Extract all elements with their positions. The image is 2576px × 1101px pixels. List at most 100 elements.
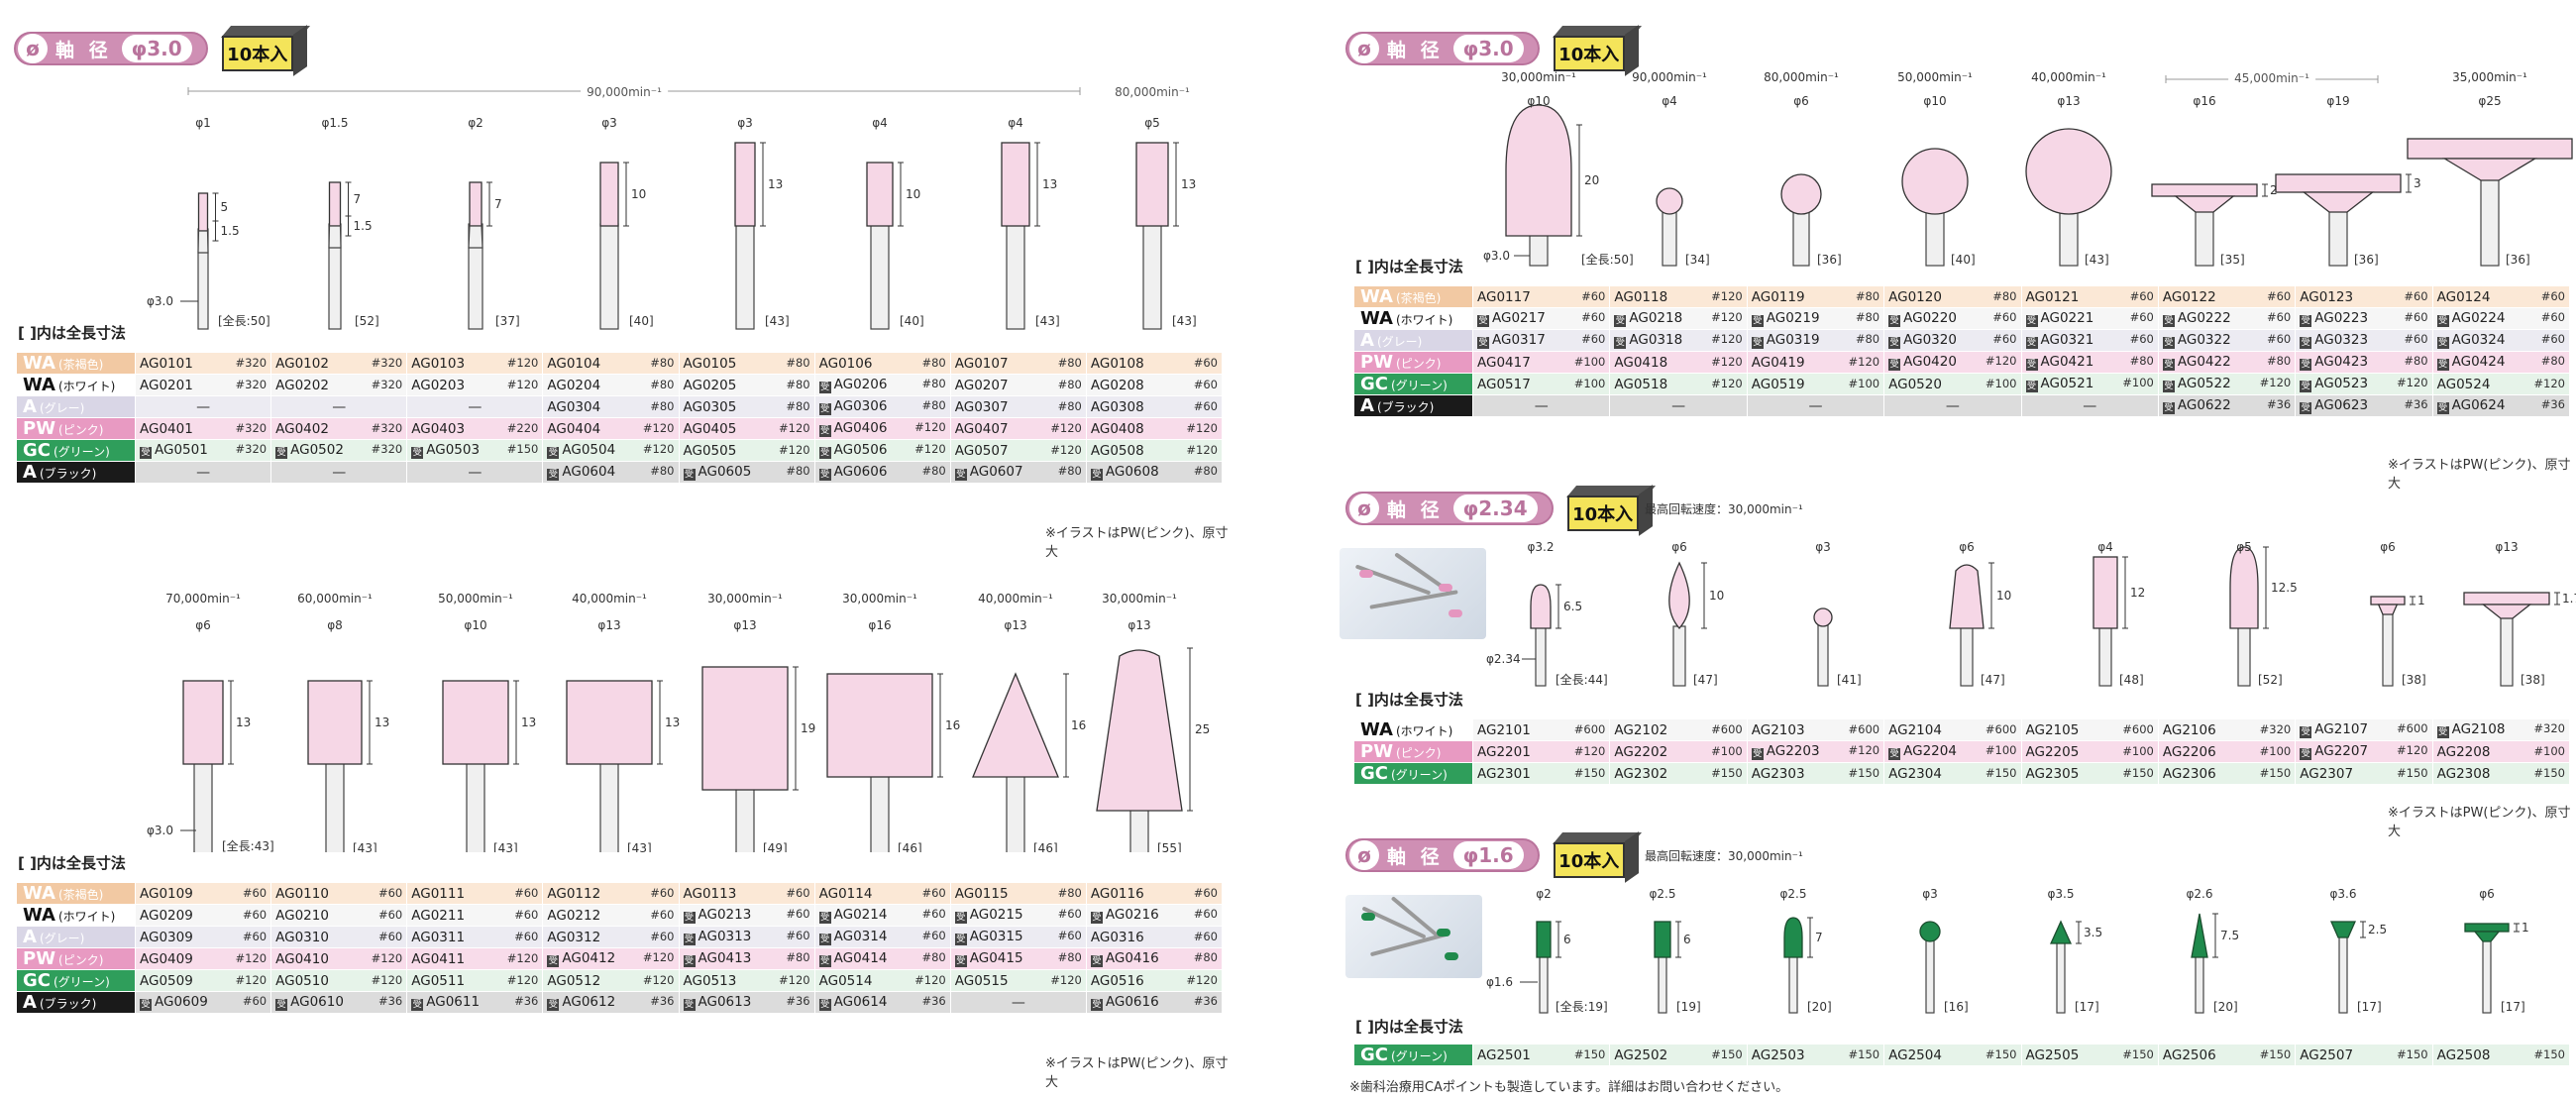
grit: #150 <box>2259 1046 2292 1061</box>
grit: #120 <box>1573 743 1606 758</box>
grade-label: GC(グリーン) <box>16 969 136 992</box>
product-cell: AG0211#60 <box>406 904 544 927</box>
grit: #120 <box>371 972 403 987</box>
order-mark-icon: 受 <box>818 403 831 415</box>
product-code: AG2202 <box>1614 743 1668 760</box>
grit: #60 <box>921 929 946 942</box>
grit: #100 <box>2122 376 2154 389</box>
order-mark-icon: 受 <box>1888 315 1901 327</box>
grit: #80 <box>1057 377 1082 391</box>
product-code: AG0109 <box>140 885 193 902</box>
bit-head <box>442 680 509 765</box>
order-mark-icon: 受 <box>1477 337 1489 349</box>
product-code: AG2108 <box>2451 721 2506 737</box>
product-code: AG2505 <box>2025 1046 2080 1063</box>
grit: #120 <box>2397 376 2428 389</box>
diameter-icon: ø <box>1349 494 1379 523</box>
product-code: AG2101 <box>1477 721 1531 738</box>
grade-label: PW(ピンク) <box>16 417 136 440</box>
shaft <box>2195 954 2204 1014</box>
grade-color: (茶褐色) <box>57 888 104 902</box>
dimension-label: 30,000min⁻¹ <box>707 592 783 606</box>
product-code: AG0421 <box>2040 354 2094 370</box>
product-code: AG0217 <box>1492 310 1546 326</box>
product-code: AG0518 <box>1614 376 1668 392</box>
product-code: AG0201 <box>140 377 193 393</box>
product-cell: AG0516#120 <box>1085 969 1224 992</box>
bit-head <box>1668 561 1690 629</box>
grade-color: (ホワイト) <box>57 910 116 924</box>
product-code: AG0503 <box>426 442 481 458</box>
grit: #60 <box>650 907 675 922</box>
product-cell: AG0505#120 <box>678 439 815 462</box>
product-cell: AG0409#120 <box>134 947 272 970</box>
grit: #100 <box>2259 743 2292 758</box>
product-cell: AG0113#60 <box>678 882 815 905</box>
dimension-label: φ5 <box>2236 540 2252 554</box>
grade-code: PW <box>1360 741 1394 762</box>
product-cell: AG0209#60 <box>134 904 272 927</box>
order-mark-icon: 受 <box>275 447 288 459</box>
order-mark-icon: 受 <box>2300 726 2312 738</box>
grit: #120 <box>1186 442 1218 457</box>
grit: #120 <box>235 972 268 987</box>
dimension-label: φ6 <box>2380 540 2396 554</box>
product-cell: AG0405#120 <box>678 417 815 440</box>
dimension-label: φ6 <box>1959 540 1975 554</box>
product-cell: AG2103#600 <box>1746 718 1885 741</box>
grit: #100 <box>1985 376 2017 390</box>
product-code: AG0312 <box>547 929 601 945</box>
shaft <box>870 774 890 852</box>
order-mark-icon: 受 <box>683 999 696 1011</box>
product-code: AG2107 <box>2314 721 2369 737</box>
dimension-label: [40] <box>629 314 654 328</box>
order-mark-icon: 受 <box>547 999 560 1011</box>
neck <box>468 225 483 249</box>
product-code: AG2508 <box>2436 1046 2491 1063</box>
grade-code: WA <box>1360 286 1393 307</box>
product-code: AG0321 <box>2040 332 2094 348</box>
shaft-header: ø 軸 径 φ3.0 10本入 <box>14 25 310 76</box>
product-code: AG0111 <box>411 885 466 902</box>
grit: #80 <box>921 950 946 964</box>
bit-head <box>2464 923 2510 933</box>
order-mark-icon: 受 <box>954 469 967 481</box>
product-code: AG0224 <box>2451 310 2506 326</box>
product-cell: AG0116#60 <box>1085 882 1224 905</box>
product-cell: AG0407#120 <box>949 417 1087 440</box>
grade-color: (ブラック) <box>39 997 97 1011</box>
dimension-label: [全長:44] <box>1556 672 1608 687</box>
product-cell: AG2101#600 <box>1471 718 1611 741</box>
dimension-label: φ10 <box>1527 94 1550 108</box>
bit-figure: 6 <box>1654 921 1691 1014</box>
grit: #600 <box>1711 721 1743 736</box>
product-cell: AG0403#220 <box>406 417 544 440</box>
dimension-label: 6 <box>1563 933 1571 946</box>
bit-figure: 71.5 <box>328 181 373 330</box>
dimension-label: 7 <box>1815 931 1823 944</box>
grade-color: (ブラック) <box>1376 400 1435 414</box>
dimension-label: [19] <box>1676 1000 1701 1014</box>
product-cell: AG0122#60 <box>2157 285 2297 308</box>
dimension-label: [36] <box>1817 253 1842 267</box>
dimension-label: φ25 <box>2478 94 2501 108</box>
dimension-label: [36] <box>2506 253 2530 267</box>
product-cell: AG2205#100 <box>2020 740 2159 763</box>
grit: #80 <box>1855 332 1880 346</box>
dimension-label: φ13 <box>1004 618 1026 632</box>
bit-drawing: 6φ26φ2.5[19]7φ2.5[20]φ3[16]3.5φ3.5[17]7.… <box>1486 887 2529 1014</box>
dimension-label: [20] <box>2213 1000 2238 1014</box>
dimension-label: φ3.0 <box>147 294 173 308</box>
dimension-label: 12.5 <box>2271 581 2298 595</box>
product-code: AG0309 <box>140 929 193 945</box>
order-mark-icon: 受 <box>2162 402 2175 414</box>
dimension-label: φ4 <box>2097 540 2113 554</box>
order-mark-icon: 受 <box>2162 337 2175 349</box>
